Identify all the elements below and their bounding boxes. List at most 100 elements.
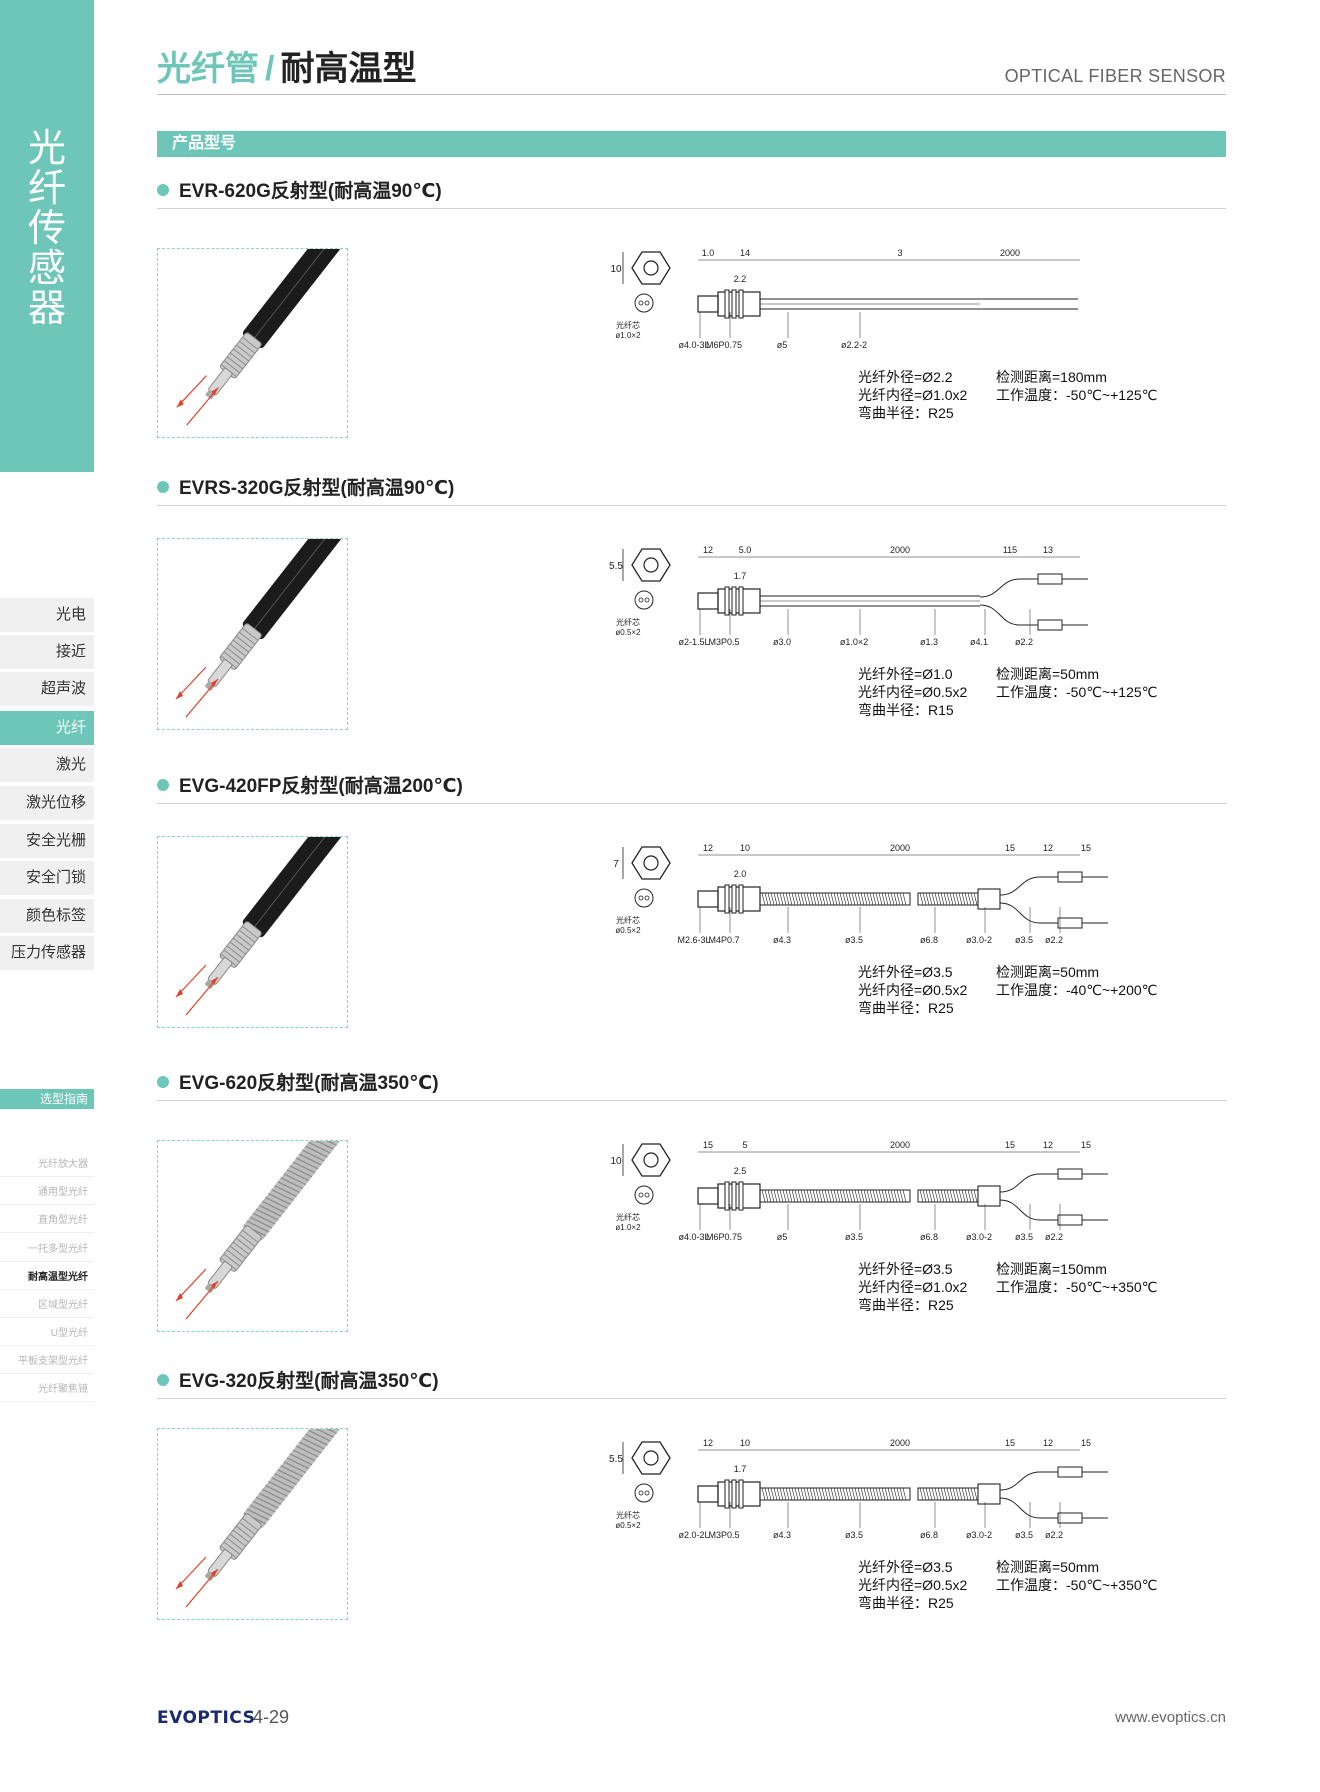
fiber-probe-illustration — [175, 508, 353, 718]
dimension-label: 115 — [1003, 545, 1017, 555]
guide-item[interactable]: 光纤放大器 — [0, 1153, 94, 1177]
probe-tip-view — [697, 295, 719, 313]
sleeve-view — [1057, 1512, 1083, 1524]
hex-size-label: 10 — [610, 1156, 622, 1167]
spec-line: 工作温度：-50℃~+125℃ — [996, 684, 1158, 700]
guide-item[interactable]: 光纤聚焦镜 — [0, 1378, 94, 1402]
callout-label: ø1.0×2 — [840, 637, 868, 647]
bullet-icon — [157, 1076, 169, 1088]
callout-label: ø3.0 — [773, 637, 791, 647]
callout-label: ø2-1.5L — [678, 637, 709, 647]
spec-line: 检测距离=50mm — [996, 964, 1100, 980]
hex-size-label: 5.5 — [609, 561, 623, 572]
section-bar-label: 产品型号 — [172, 135, 237, 152]
guide-item[interactable]: U型光纤 — [0, 1322, 94, 1346]
dimension-label: 1.7 — [734, 571, 747, 581]
product-photo — [157, 1398, 356, 1620]
fiber-core-label: ø0.5×2 — [615, 628, 641, 637]
product-title: EVR-620G反射型(耐高温90℃) — [157, 180, 442, 204]
guide-item[interactable]: 通用型光纤 — [0, 1181, 94, 1205]
fiber-core-label: 光纤芯 — [616, 915, 640, 925]
arrow-icon — [176, 1581, 183, 1589]
side-nav-item-color-label[interactable]: 颜色标签 — [0, 899, 94, 933]
side-nav-item-photoelectric[interactable]: 光电 — [0, 598, 94, 632]
dimension-label: 2000 — [1000, 248, 1020, 258]
spec-line: 工作温度：-50℃~+350℃ — [996, 1577, 1158, 1593]
product-divider — [157, 208, 1226, 209]
side-nav-item-proximity[interactable]: 接近 — [0, 635, 94, 669]
sleeve-view — [1057, 871, 1083, 883]
arrow-icon — [211, 1281, 218, 1289]
guide-item-active[interactable]: 耐高温型光纤 — [0, 1266, 94, 1290]
side-nav-item-safety-lock[interactable]: 安全门锁 — [0, 861, 94, 895]
dimension-label: 5 — [742, 1140, 747, 1150]
arrow-icon — [211, 1569, 218, 1577]
arrow-icon — [176, 1293, 183, 1301]
fiber-core-label: ø1.0×2 — [615, 331, 641, 340]
arrow-icon — [176, 989, 183, 997]
spec-line: 检测距离=50mm — [996, 666, 1100, 682]
side-category-tab — [0, 0, 94, 472]
hex-size-label: 5.5 — [609, 1454, 623, 1465]
callout-label: M3P0.5 — [708, 637, 739, 647]
light-ray — [186, 387, 219, 426]
spec-list-right: 检测距离=50mm 工作温度：-50℃~+125℃ — [996, 665, 1157, 701]
callout-label: ø3.0-2 — [966, 1530, 992, 1540]
spec-line: 工作温度：-50℃~+125℃ — [996, 387, 1158, 403]
spec-line: 光纤内径=Ø1.0x2 — [858, 387, 968, 403]
callout-label: M6P0.75 — [706, 1232, 742, 1242]
light-ray — [185, 976, 219, 1016]
callout-label: ø4.1 — [970, 637, 988, 647]
dimension-label: 2000 — [890, 1438, 910, 1448]
spec-line: 检测距离=180mm — [996, 369, 1107, 385]
selection-guide-label: 选型指南 — [0, 1089, 94, 1109]
callout-label: ø3.5 — [1015, 1232, 1033, 1242]
hex-nut-view — [631, 846, 671, 880]
spec-line: 光纤外径=Ø1.0 — [858, 666, 953, 682]
dimension-label: 13 — [1043, 545, 1053, 555]
side-nav-item-safety-curtain[interactable]: 安全光栅 — [0, 824, 94, 858]
callout-label: ø1.3 — [920, 637, 938, 647]
hex-nut-view — [631, 1441, 671, 1475]
page-title-main: 光纤管 — [157, 50, 259, 88]
spec-line: 光纤外径=Ø3.5 — [858, 1559, 953, 1575]
dimension-label: 12 — [1043, 1438, 1053, 1448]
callout-label: ø3.5 — [1015, 935, 1033, 945]
product-title: EVG-620反射型(耐高温350℃) — [157, 1072, 439, 1096]
product-divider — [157, 803, 1226, 804]
side-nav-item-pressure[interactable]: 压力传感器 — [0, 936, 94, 970]
product-divider — [157, 1398, 1226, 1399]
callout-label: ø2.2-2 — [841, 340, 867, 350]
hex-nut-view — [631, 251, 671, 285]
callout-label: M3P0.5 — [708, 1530, 739, 1540]
dimension-label: 10 — [740, 843, 750, 853]
side-tab-char: 纤 — [27, 166, 66, 210]
guide-item[interactable]: 平板支架型光纤 — [0, 1350, 94, 1374]
dimension-label: 2000 — [890, 1140, 910, 1150]
spec-line: 光纤内径=Ø0.5x2 — [858, 684, 968, 700]
dimension-label: 2.2 — [734, 274, 747, 284]
dimension-label: 5.0 — [739, 545, 752, 555]
arrow-icon — [211, 679, 218, 687]
side-tab-char: 光 — [27, 126, 66, 170]
page-title-separator: / — [265, 50, 275, 88]
side-nav-item-fiber[interactable]: 光纤 — [0, 711, 94, 745]
callout-label: ø4.0-3L — [678, 340, 709, 350]
callout-label: ø3.5 — [1015, 1530, 1033, 1540]
guide-item[interactable]: 一托多型光纤 — [0, 1238, 94, 1262]
product-title: EVG-320反射型(耐高温350℃) — [157, 1370, 439, 1394]
side-nav-item-ultrasonic[interactable]: 超声波 — [0, 672, 94, 706]
guide-item[interactable]: 直角型光纤 — [0, 1209, 94, 1233]
guide-item[interactable]: 区域型光纤 — [0, 1294, 94, 1318]
side-nav-item-laser[interactable]: 激光 — [0, 748, 94, 782]
callout-label: ø5 — [777, 1232, 788, 1242]
side-nav-item-laser-displacement[interactable]: 激光位移 — [0, 786, 94, 820]
